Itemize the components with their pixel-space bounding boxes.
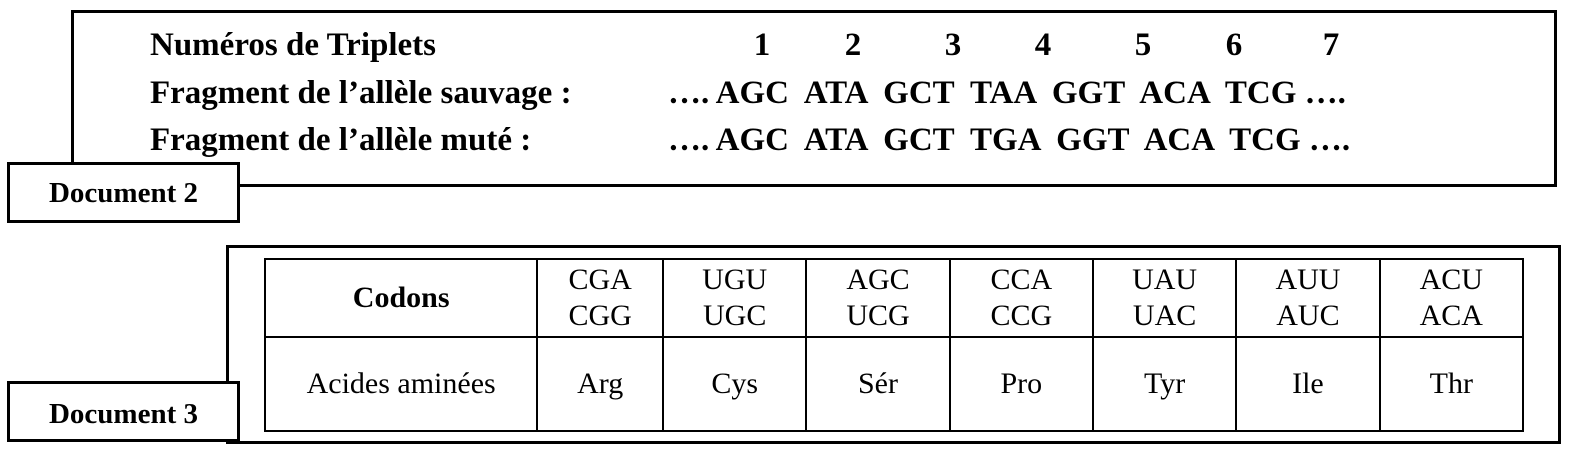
- wild-allele-sequence: …. AGC ATA GCT TAA GGT ACA TCG ….: [668, 75, 1346, 111]
- document-3-label: Document 3: [7, 381, 240, 442]
- codon-table: Codons CGA CGG UGU UGC AGC UCG CCA CCG U…: [263, 258, 1525, 432]
- amino-acid-cell: Sér: [805, 336, 951, 432]
- codon: CCG: [990, 299, 1053, 332]
- codon: AUC: [1276, 299, 1340, 332]
- codon: UGC: [702, 299, 767, 332]
- triplet-number: 3: [944, 27, 962, 63]
- triplet-number: 7: [1322, 27, 1340, 63]
- codon: CGG: [568, 299, 632, 332]
- codon: ACA: [1419, 299, 1483, 332]
- codon-row: Codons CGA CGG UGU UGC AGC UCG CCA CCG U…: [263, 258, 1525, 338]
- codon: CCA: [990, 263, 1053, 296]
- codon: AUU: [1275, 263, 1341, 296]
- codon-cell: CCA CCG: [948, 258, 1094, 338]
- codon: CGA: [568, 263, 632, 296]
- codon: UGU: [702, 263, 768, 296]
- codon-cell: AUU AUC: [1235, 258, 1381, 338]
- amino-acid-cell: Tyr: [1091, 336, 1238, 432]
- triplet-number: 5: [1134, 27, 1152, 63]
- codon-cell: ACU ACA: [1378, 258, 1525, 338]
- triplet-number: 6: [1225, 27, 1243, 63]
- codon-cell: CGA CGG: [536, 258, 664, 338]
- amino-acid-row: Acides aminées Arg Cys Sér Pro Tyr Ile T…: [263, 336, 1525, 432]
- triplet-number: 4: [1034, 27, 1052, 63]
- document-2-label: Document 2: [7, 162, 240, 223]
- document-2-frame: [71, 10, 1557, 187]
- codon: UAC: [1132, 299, 1197, 332]
- codon: UAU: [1132, 263, 1198, 296]
- codon-cell: UAU UAC: [1091, 258, 1238, 338]
- amino-acids-header: Acides aminées: [263, 336, 539, 432]
- codon: ACU: [1419, 263, 1483, 296]
- amino-acid-cell: Ile: [1235, 336, 1381, 432]
- codon-cell: UGU UGC: [661, 258, 808, 338]
- triplet-number: 2: [844, 27, 862, 63]
- amino-acid-cell: Arg: [536, 336, 664, 432]
- codons-header: Codons: [263, 258, 539, 338]
- triplet-number: 1: [753, 27, 771, 63]
- document-3-frame: [226, 245, 1561, 444]
- codon: UCG: [846, 299, 910, 332]
- amino-acid-cell: Pro: [948, 336, 1094, 432]
- mutant-allele-label: Fragment de l’allèle muté :: [150, 122, 532, 158]
- triplet-number-label: Numéros de Triplets: [150, 27, 436, 63]
- amino-acid-cell: Cys: [661, 336, 808, 432]
- codon: AGC: [846, 263, 910, 296]
- amino-acid-cell: Thr: [1378, 336, 1525, 432]
- codon-cell: AGC UCG: [805, 258, 951, 338]
- mutant-allele-sequence: …. AGC ATA GCT TGA GGT ACA TCG ….: [668, 122, 1351, 158]
- wild-allele-label: Fragment de l’allèle sauvage :: [150, 75, 572, 111]
